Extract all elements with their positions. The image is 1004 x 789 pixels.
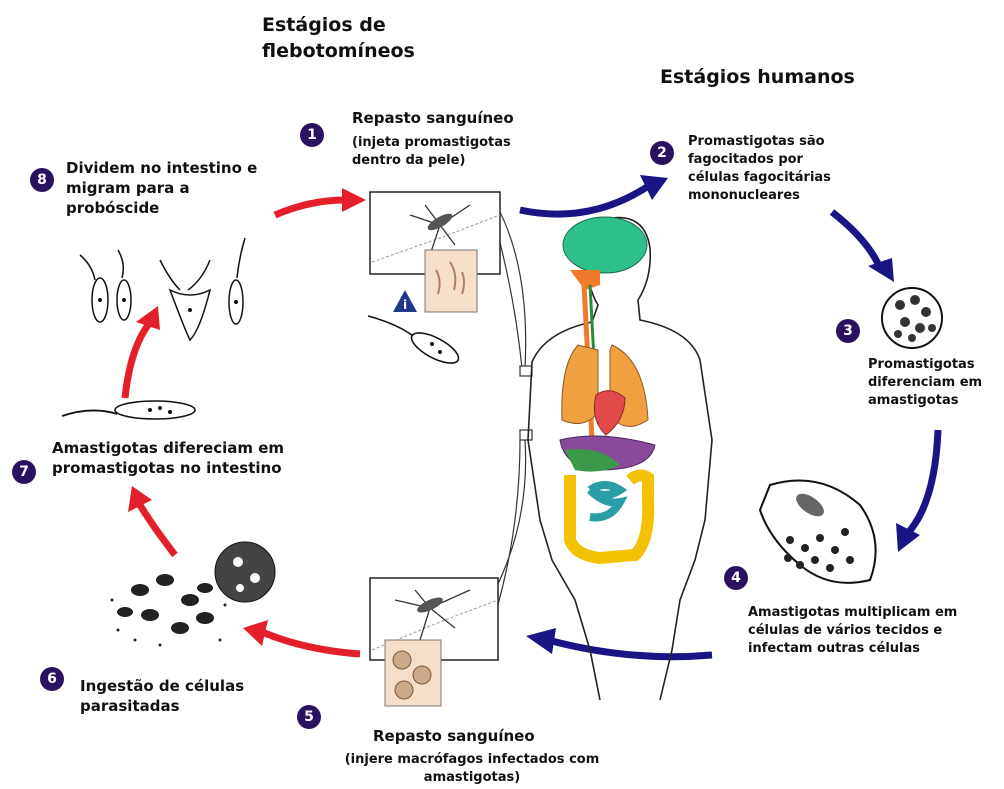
arrow-4-to-5 [526, 628, 712, 657]
step-6-label: Ingestão de células parasitadas [80, 676, 295, 716]
promastigote-icon [368, 316, 463, 369]
blood-meal-box-5 [370, 578, 498, 706]
step-7-badge: 7 [12, 460, 36, 484]
step-2-label: Promastigotas são fagocitados por célula… [688, 133, 838, 205]
dividing-promastigotes-icon [80, 238, 245, 340]
step-4-label: Amastigotas multiplicam em células de vá… [748, 604, 998, 658]
step-7-label: Amastigotas difereciam em promastigotas … [52, 438, 342, 478]
arrow-8-to-1 [275, 188, 366, 215]
step-3-badge: 3 [836, 319, 860, 343]
arrow-3-to-4 [896, 430, 938, 552]
infected-cell-icon [882, 288, 942, 348]
step-2-badge: 2 [650, 141, 674, 165]
step-8-label: Dividem no intestino e migram para a pro… [66, 158, 281, 218]
arrow-6-to-7 [128, 486, 175, 555]
info-marker: i [393, 290, 417, 312]
step-6-badge: 6 [40, 667, 64, 691]
step-5-title: Repasto sanguíneo [373, 726, 593, 746]
step-4-badge: 4 [724, 566, 748, 590]
step-1-title: Repasto sanguíneo [352, 108, 572, 128]
human-body-illustration [528, 217, 712, 700]
step-5-detail: (injere macrófagos infectados com amasti… [337, 751, 607, 787]
step-1-badge: 1 [300, 123, 324, 147]
arrow-7-to-8 [125, 306, 160, 398]
svg-text:i: i [403, 298, 407, 312]
macrophage-icon [760, 481, 876, 583]
step-3-label: Promastigotas diferenciam em amastigotas [868, 356, 988, 410]
blood-meal-box-1 [370, 192, 500, 312]
arrow-5-to-6 [243, 620, 360, 654]
step-1-detail: (injeta promastigotas dentro da pele) [352, 134, 552, 170]
arrow-2-to-3 [832, 212, 894, 282]
step-5-badge: 5 [297, 705, 321, 729]
elongated-promastigote-icon [62, 401, 195, 419]
step-8-badge: 8 [30, 168, 54, 192]
arrow-1-to-2 [520, 175, 668, 214]
